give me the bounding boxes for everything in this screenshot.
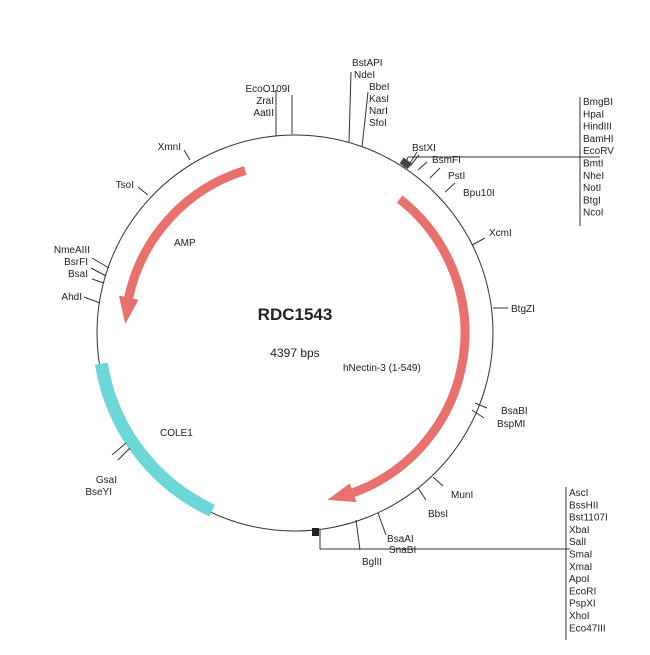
site-label: Eco47III (569, 623, 606, 634)
plasmid-name: RDC1543 (258, 305, 333, 324)
plasmid-size: 4397 bps (270, 346, 319, 360)
site-label: BsaBI (501, 406, 528, 417)
site-label: NheI (583, 171, 604, 182)
site-label: PspXI (569, 599, 596, 610)
site-label: BstXI (412, 143, 436, 154)
site-label: BsmFI (432, 155, 461, 166)
site-label: NcoI (583, 208, 604, 219)
site-label: PstI (448, 171, 465, 182)
site-label: BsrFI (64, 257, 88, 268)
site-label: BstAPI (352, 58, 383, 69)
site-label: NotI (583, 183, 601, 194)
site-label: BtgZI (511, 304, 535, 315)
nectin-arrowhead (327, 483, 357, 503)
site-label: EcoRI (569, 586, 596, 597)
site-label: BbsI (428, 509, 448, 520)
site-label: ZraI (256, 96, 274, 107)
site-label: XmnI (158, 142, 181, 153)
site-label: BmtI (583, 159, 604, 170)
backbone-circle (96, 134, 494, 532)
site-label: NarI (369, 106, 388, 117)
site-label: XmaI (569, 562, 592, 573)
site-label: BssHII (569, 500, 598, 511)
site-labels: BstAPI NdeI BbeI KasI NarI SfoI EcoO109I… (54, 58, 535, 568)
nectin-label: hNectin-3 (1-549) (343, 363, 421, 374)
site-label: KasI (369, 94, 389, 105)
site-label: SfoI (369, 118, 387, 129)
site-label: ApoI (569, 574, 590, 585)
site-label: AscI (569, 488, 588, 499)
site-label: AhdI (61, 292, 82, 303)
site-label: HpaI (583, 109, 604, 120)
nectin-arrow (351, 195, 470, 497)
amp-label: AMP (174, 238, 196, 249)
site-label: EcoO109I (246, 84, 290, 95)
site-label: BsaI (68, 269, 88, 280)
site-label: XbaI (569, 525, 590, 536)
site-label: BspMI (497, 419, 525, 430)
site-label: HindIII (583, 122, 612, 133)
amp-arrowhead (118, 295, 139, 325)
mcs2-cluster-mark (312, 528, 319, 536)
site-label: MunI (451, 490, 473, 501)
site-label: EcoRV (583, 146, 614, 157)
cole1-label: COLE1 (160, 428, 193, 439)
site-label: NdeI (354, 70, 375, 81)
site-label: BamHI (583, 134, 614, 145)
site-label: SnaBI (389, 545, 416, 556)
site-label: Bst1107I (569, 513, 608, 524)
site-label: XcmI (489, 228, 512, 239)
site-label: GsaI (96, 475, 117, 486)
site-label: SmaI (569, 550, 592, 561)
site-label: BglII (362, 557, 382, 568)
site-label: TsoI (116, 180, 134, 191)
site-label: AatII (253, 108, 274, 119)
site-label: SalI (569, 537, 586, 548)
amp-arrow (124, 166, 247, 299)
cole1-feature (94, 362, 215, 517)
site-label: BseYI (85, 487, 112, 498)
site-label: XhoI (569, 611, 590, 622)
mcs1-cluster-mark (399, 157, 412, 170)
mcs2-site-list: AscIBssHIIBst1107IXbaISalISmaIXmaIApoIEc… (569, 488, 608, 634)
site-label: BbeI (369, 82, 390, 93)
site-ticks (83, 71, 600, 640)
site-label: NmeAIII (54, 245, 90, 256)
site-label: BtgI (583, 195, 601, 206)
site-label: BsaAI (387, 534, 414, 545)
site-label: BmgBI (583, 97, 613, 108)
site-label: Bpu10I (463, 188, 495, 199)
